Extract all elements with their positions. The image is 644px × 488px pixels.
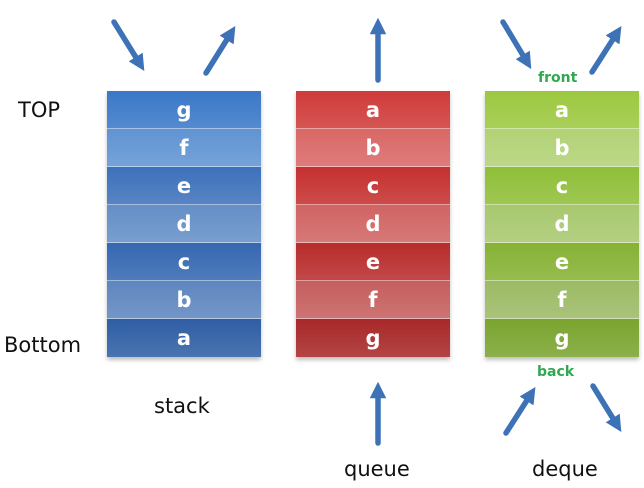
stack-cell: e (107, 167, 261, 205)
queue-cell: f (296, 281, 450, 319)
deque-cell: c (485, 167, 639, 205)
deque-cell: e (485, 243, 639, 281)
deque-cell: d (485, 205, 639, 243)
deque-back-out-arrow-icon (590, 383, 622, 433)
deque-caption: deque (532, 457, 598, 481)
stack-column: g f e d c b a (107, 91, 261, 357)
stack-cell: d (107, 205, 261, 243)
deque-front-in-arrow-icon (500, 19, 532, 70)
deque-back-in-arrow-icon (503, 387, 536, 436)
top-label: TOP (18, 98, 61, 122)
bottom-label: Bottom (4, 333, 82, 357)
deque-column: a b c d e f g (485, 91, 639, 357)
queue-caption: queue (344, 457, 410, 481)
queue-cell: g (296, 319, 450, 357)
stack-cell: a (107, 319, 261, 357)
queue-cell: e (296, 243, 450, 281)
deque-cell: g (485, 319, 639, 357)
stack-cell: b (107, 281, 261, 319)
queue-cell: c (296, 167, 450, 205)
queue-column: a b c d e f g (296, 91, 450, 357)
front-label: front (538, 70, 578, 86)
stack-cell: f (107, 129, 261, 167)
stack-cell: c (107, 243, 261, 281)
deque-cell: a (485, 91, 639, 129)
stack-push-arrow-icon (111, 19, 145, 72)
deque-cell: b (485, 129, 639, 167)
back-label: back (537, 364, 575, 380)
queue-cell: d (296, 205, 450, 243)
deque-cell: f (485, 281, 639, 319)
deque-front-out-arrow-icon (589, 26, 622, 75)
queue-cell: a (296, 91, 450, 129)
stack-cell: g (107, 91, 261, 129)
stack-caption: stack (154, 394, 210, 418)
stack-pop-arrow-icon (203, 26, 236, 76)
queue-cell: b (296, 129, 450, 167)
